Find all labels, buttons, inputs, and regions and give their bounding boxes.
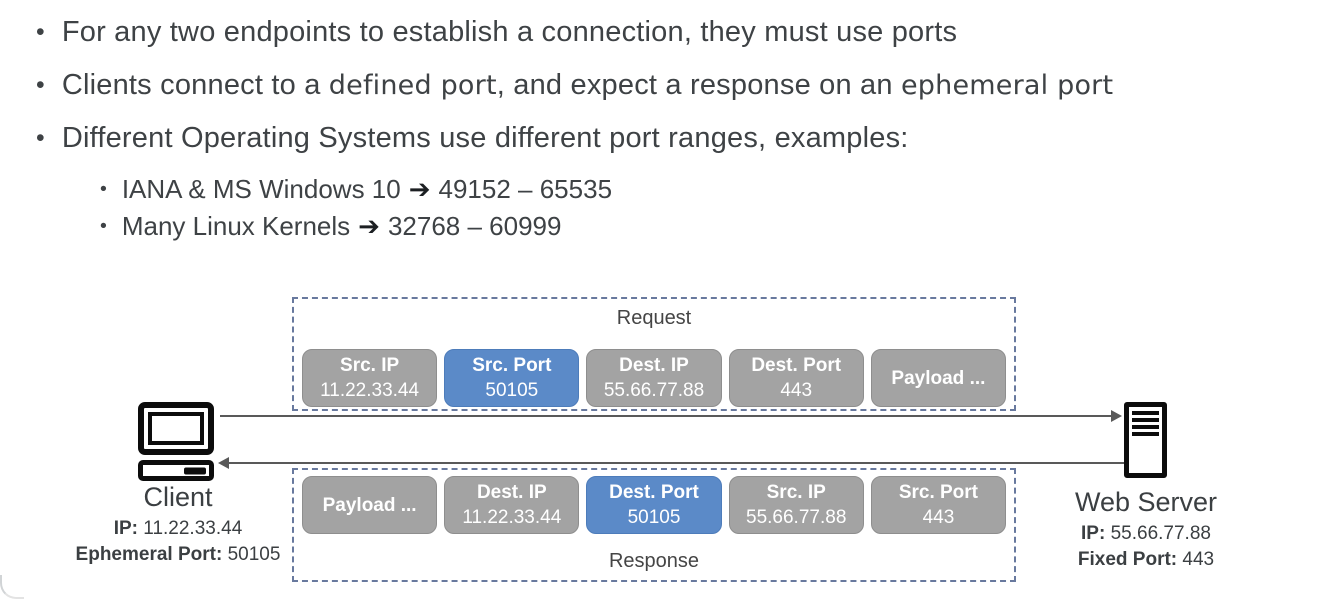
field-title: Src. IP	[340, 355, 400, 376]
window-corner	[0, 575, 24, 599]
request-arrow	[220, 410, 1122, 422]
ip-label: IP:	[1081, 523, 1106, 544]
response-fields-row: Payload ... Dest. IP 11.22.33.44 Dest. P…	[302, 476, 1007, 534]
response-arrow-line	[227, 462, 1124, 464]
web-server-icon	[1124, 402, 1167, 478]
field-title: Dest. IP	[476, 482, 547, 503]
field-title: Payload ...	[322, 494, 417, 516]
server-port-line: Fixed Port: 443	[1026, 547, 1266, 573]
bullet-text-part: , and expect a response on an	[496, 69, 901, 101]
field-value: 443	[780, 380, 813, 401]
request-label: Request	[616, 307, 692, 329]
bullet-text-part: Clients connect to a	[61, 69, 329, 101]
bullet-text: Different Operating Systems use differen…	[61, 122, 909, 154]
response-arrow	[218, 457, 1124, 469]
field-value: 11.22.33.44	[462, 507, 562, 528]
response-field-payload: Payload ...	[302, 476, 438, 534]
bullet-list: For any two endpoints to establish a con…	[36, 15, 1326, 248]
bullet-text: Clients connect to a defined port, and e…	[62, 68, 1113, 103]
field-title: Payload ...	[891, 367, 986, 389]
request-arrowhead-icon	[1111, 410, 1122, 422]
client-ip-line: IP: 11.22.33.44	[18, 516, 338, 542]
ip-value: 55.66.77.88	[1110, 523, 1211, 544]
response-label: Response	[608, 550, 700, 572]
sub-bullet-text: Many Linux Kernels➔32768 – 60999	[122, 211, 562, 242]
response-arrowhead-icon	[218, 457, 229, 469]
bullet-text: For any two endpoints to establish a con…	[61, 16, 958, 48]
field-value: 50105	[627, 507, 681, 528]
monitor-screen	[148, 412, 204, 445]
client-computer-icon	[138, 402, 214, 481]
ip-label: IP:	[113, 518, 139, 539]
server-ip-line: IP: 55.66.77.88	[1026, 521, 1266, 547]
sub-bullet-text: IANA & MS Windows 10➔49152 – 65535	[122, 174, 612, 205]
field-title: Src. Port	[898, 482, 979, 503]
field-title: Dest. IP	[619, 355, 689, 376]
response-packet-group: Payload ... Dest. IP 11.22.33.44 Dest. P…	[292, 468, 1016, 582]
right-arrow-icon: ➔	[408, 174, 431, 204]
client-name: Client	[143, 482, 213, 512]
field-title: Src. Port	[472, 355, 552, 376]
field-value: 55.66.77.88	[746, 507, 847, 528]
field-value: 443	[922, 507, 955, 528]
field-value: 11.22.33.44	[320, 380, 420, 401]
port-range: 49152 – 65535	[438, 174, 613, 204]
server-name: Web Server	[1074, 487, 1218, 517]
field-value: 55.66.77.88	[603, 380, 705, 401]
field-title: Dest. Port	[609, 482, 699, 503]
request-packet-group: Request Src. IP 11.22.33.44 Src. Port 50…	[292, 297, 1016, 411]
client-port-line: Ephemeral Port: 50105	[18, 542, 338, 568]
os-label: Many Linux Kernels	[121, 211, 351, 241]
bullet-item-3: Different Operating Systems use differen…	[36, 121, 1326, 156]
fixed-port-label: Fixed Port:	[1077, 549, 1178, 570]
response-field-dest-port: Dest. Port 50105	[586, 476, 722, 534]
response-field-dest-ip: Dest. IP 11.22.33.44	[444, 476, 580, 534]
emphasized-term-defined-port: defined port	[328, 70, 497, 101]
computer-base-slot	[184, 467, 206, 474]
field-title: Dest. Port	[751, 355, 842, 376]
right-arrow-icon: ➔	[358, 211, 380, 241]
request-field-dest-ip: Dest. IP 55.66.77.88	[586, 349, 722, 407]
client-label-block: Client IP: 11.22.33.44 Ephemeral Port: 5…	[18, 481, 338, 568]
server-bar	[1132, 411, 1159, 415]
request-field-src-port: Src. Port 50105	[444, 349, 580, 407]
emphasized-term-ephemeral-port: ephemeral port	[900, 70, 1114, 101]
bullet-item-2: Clients connect to a defined port, and e…	[36, 68, 1326, 103]
server-label-block: Web Server IP: 55.66.77.88 Fixed Port: 4…	[1026, 486, 1266, 573]
request-fields-row: Src. IP 11.22.33.44 Src. Port 50105 Dest…	[302, 349, 1007, 407]
sub-bullet-linux: Many Linux Kernels➔32768 – 60999	[100, 211, 1326, 242]
request-field-payload: Payload ...	[870, 349, 1007, 407]
bullet-item-1: For any two endpoints to establish a con…	[36, 15, 1326, 50]
request-field-src-ip: Src. IP 11.22.33.44	[302, 349, 438, 407]
server-bar	[1132, 425, 1159, 429]
request-arrow-line	[220, 415, 1113, 417]
ephemeral-port-label: Ephemeral Port:	[75, 544, 223, 565]
field-title: Src. IP	[766, 482, 826, 503]
os-label: IANA & MS Windows 10	[121, 174, 401, 204]
monitor-icon	[138, 402, 214, 455]
response-field-src-port: Src. Port 443	[870, 476, 1007, 534]
sub-bullet-windows: IANA & MS Windows 10➔49152 – 65535	[100, 174, 1326, 205]
server-bar	[1132, 418, 1159, 422]
port-range: 32768 – 60999	[387, 211, 562, 241]
server-bar	[1132, 432, 1159, 436]
ephemeral-port-value: 50105	[227, 544, 281, 565]
request-field-dest-port: Dest. Port 443	[728, 349, 864, 407]
ip-value: 11.22.33.44	[143, 518, 243, 539]
computer-base-icon	[138, 460, 214, 481]
response-field-src-ip: Src. IP 55.66.77.88	[728, 476, 864, 534]
fixed-port-value: 443	[1182, 549, 1215, 570]
field-value: 50105	[485, 380, 539, 401]
